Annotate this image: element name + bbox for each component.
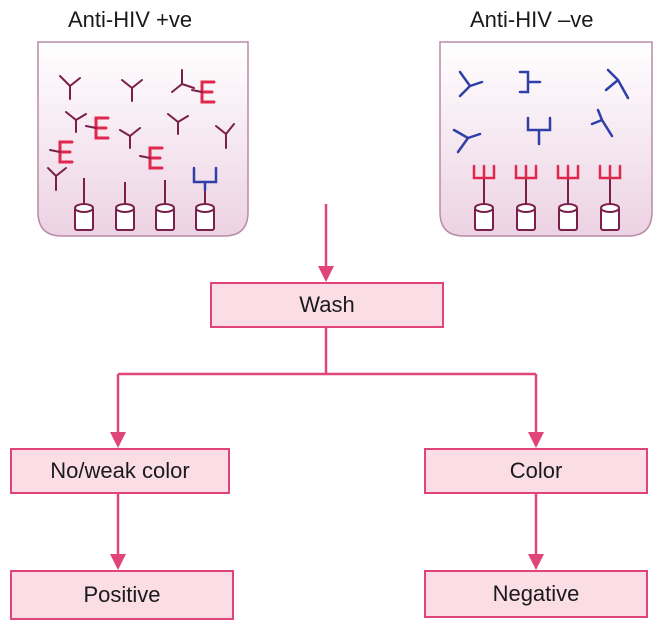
antigen-bead-icon	[558, 178, 578, 231]
left-free-antibodies	[47, 69, 235, 191]
bound-antibody-blue-icon	[192, 166, 218, 192]
antibody-icon	[452, 128, 482, 154]
antibody-icon	[518, 70, 542, 94]
arrowheads	[110, 266, 544, 570]
right-well	[439, 41, 653, 237]
arrow-down-icon	[110, 554, 126, 570]
left-enzyme-conjugates	[58, 80, 216, 170]
enzyme-conjugate-icon	[598, 164, 622, 180]
enzyme-conjugate-icon	[556, 164, 580, 180]
antibody-icon	[121, 79, 143, 102]
arrow-down-icon	[528, 432, 544, 448]
arrow-down-icon	[318, 266, 334, 282]
antigen-bead-icon	[155, 180, 175, 231]
right-free-antibodies	[452, 68, 630, 154]
arrow-down-icon	[110, 432, 126, 448]
color-box: Color	[424, 448, 648, 494]
antibody-icon	[215, 123, 235, 149]
right-panel-title: Anti-HIV –ve	[470, 7, 594, 32]
enzyme-conjugate-icon	[472, 164, 496, 180]
right-enzyme-conjugates	[472, 164, 622, 180]
no-weak-color-box: No/weak color	[10, 448, 230, 494]
left-bound-antigens	[74, 178, 215, 231]
antigen-bead-icon	[115, 182, 135, 231]
antibody-icon	[119, 127, 141, 149]
arrow-down-icon	[528, 554, 544, 570]
antibody-icon	[47, 167, 67, 191]
positive-box: Positive	[10, 570, 234, 620]
antigen-bead-icon	[474, 178, 494, 231]
antibody-icon	[65, 111, 87, 133]
antigen-bead-icon	[74, 178, 94, 231]
flow-connectors	[116, 204, 538, 556]
antibody-icon	[604, 68, 630, 100]
left-well	[37, 41, 249, 237]
antibody-icon	[167, 113, 189, 135]
antigen-bead-icon	[516, 178, 536, 231]
left-panel-title: Anti-HIV +ve	[68, 7, 193, 32]
left-conjugate-stems	[49, 89, 203, 159]
antibody-icon	[59, 75, 81, 100]
antigen-bead-icon	[195, 188, 215, 231]
antibody-icon	[590, 108, 614, 138]
antibody-icon	[171, 69, 195, 93]
antibody-icon	[458, 70, 484, 98]
wash-step-box: Wash	[210, 282, 444, 328]
negative-box: Negative	[424, 570, 648, 618]
enzyme-conjugate-icon	[514, 164, 538, 180]
antibody-icon	[526, 116, 552, 146]
antigen-bead-icon	[600, 178, 620, 231]
right-bound-antigens	[474, 178, 620, 231]
